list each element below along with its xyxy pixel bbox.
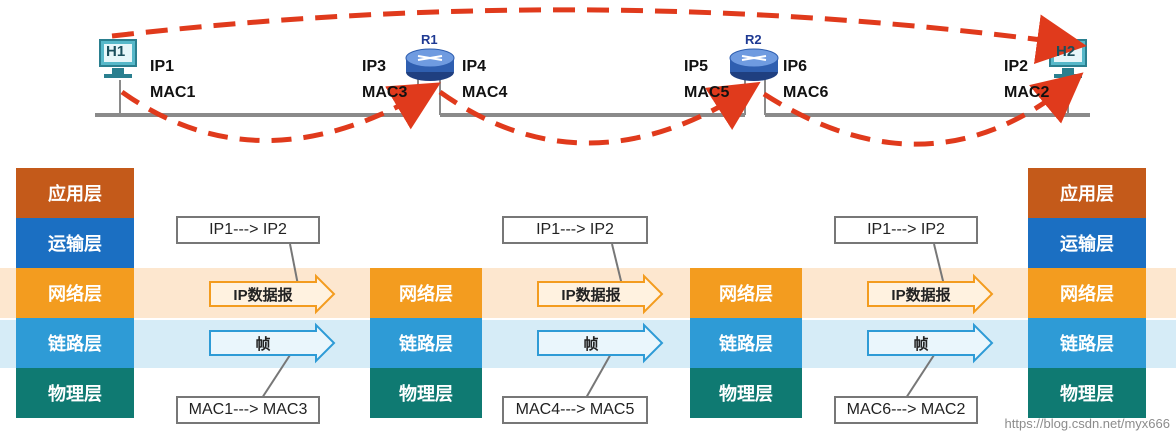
frame-arrow-3 (867, 322, 994, 364)
router-icon-r1 (405, 48, 455, 81)
r1-network-layer: 网络层 (370, 268, 482, 318)
h2-ip: IP2 (1004, 58, 1029, 75)
r1-right-mac: MAC4 (462, 84, 508, 101)
h2-physical-layer: 物理层 (1028, 368, 1146, 418)
h1-label: H1 (106, 43, 126, 60)
frame-arrow-2 (537, 322, 664, 364)
r2-physical-layer: 物理层 (690, 368, 802, 418)
h2-link-layer: 链路层 (1028, 318, 1146, 368)
h2-label: H2 (1056, 43, 1076, 60)
h2-mac: MAC2 (1004, 84, 1050, 101)
packet-label-1: IP数据报 (233, 286, 293, 304)
packet-arrow-1 (209, 273, 336, 315)
frame-label-1: 帧 (255, 335, 271, 353)
mac-callout-2: MAC4---> MAC5 (502, 396, 648, 424)
packet-label-2: IP数据报 (561, 286, 621, 304)
h1-ip: IP1 (150, 58, 175, 75)
h2-transport-layer: 运输层 (1028, 218, 1146, 268)
r1-left-ip: IP3 (362, 58, 387, 75)
r2-label: R2 (745, 32, 762, 47)
router-icon-r2 (729, 48, 779, 81)
watermark: https://blog.csdn.net/myx666 (1004, 416, 1170, 431)
h1-link-layer: 链路层 (16, 318, 134, 368)
r1-label: R1 (421, 32, 438, 47)
r2-right-ip: IP6 (783, 58, 808, 75)
ip-callout-3: IP1---> IP2 (834, 216, 978, 244)
frame-arrow-1 (209, 322, 336, 364)
packet-arrow-2 (537, 273, 664, 315)
r1-left-mac: MAC3 (362, 84, 408, 101)
r1-right-ip: IP4 (462, 58, 487, 75)
r2-left-mac: MAC5 (684, 84, 730, 101)
packet-label-3: IP数据报 (891, 286, 951, 304)
r2-left-ip: IP5 (684, 58, 709, 75)
computer-icon-h1 (99, 39, 137, 78)
r1-link-layer: 链路层 (370, 318, 482, 368)
frame-label-2: 帧 (583, 335, 599, 353)
h1-physical-layer: 物理层 (16, 368, 134, 418)
h1-mac: MAC1 (150, 84, 196, 101)
end-to-end-path (111, 7, 1087, 65)
h2-network-layer: 网络层 (1028, 268, 1146, 318)
r2-network-layer: 网络层 (690, 268, 802, 318)
mac-callout-1: MAC1---> MAC3 (176, 396, 320, 424)
ip-callout-2: IP1---> IP2 (502, 216, 648, 244)
packet-arrow-3 (867, 273, 994, 315)
h2-app-layer: 应用层 (1028, 168, 1146, 218)
h1-network-layer: 网络层 (16, 268, 134, 318)
r2-link-layer: 链路层 (690, 318, 802, 368)
ip-callout-1: IP1---> IP2 (176, 216, 320, 244)
hop-path-1 (120, 82, 441, 143)
hop-path-2 (438, 81, 761, 146)
h1-transport-layer: 运输层 (16, 218, 134, 268)
frame-label-3: 帧 (913, 335, 929, 353)
hop-path-3 (762, 72, 1084, 147)
mac-callout-3: MAC6---> MAC2 (834, 396, 978, 424)
r1-physical-layer: 物理层 (370, 368, 482, 418)
h1-app-layer: 应用层 (16, 168, 134, 218)
r2-right-mac: MAC6 (783, 84, 829, 101)
